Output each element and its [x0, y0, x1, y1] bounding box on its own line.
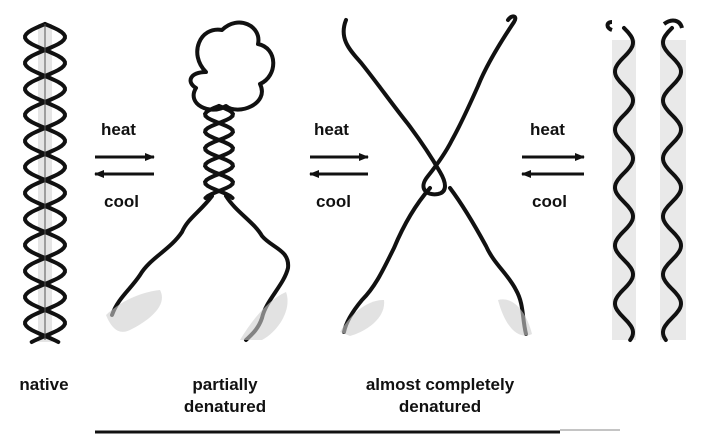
caption-native: native [4, 374, 84, 396]
heat-label-1: heat [101, 120, 136, 140]
caption-almost-line-2: denatured [330, 396, 550, 418]
caption-partially-line-2: denatured [160, 396, 290, 418]
transition-arrows-3 [522, 157, 584, 174]
almost-denatured-strands [340, 16, 532, 336]
cool-label-1: cool [104, 192, 139, 212]
cool-label-3: cool [532, 192, 567, 212]
caption-almost-completely-denatured: almost completely denatured [330, 374, 550, 418]
caption-native-line-1: native [4, 374, 84, 396]
caption-partially-denatured: partially denatured [160, 374, 290, 418]
separated-strands [608, 21, 687, 340]
partially-denatured-helix [106, 23, 288, 340]
caption-almost-line-1: almost completely [330, 374, 550, 396]
cool-label-2: cool [316, 192, 351, 212]
native-helix [25, 24, 65, 342]
transition-arrows-1 [95, 157, 154, 174]
caption-partially-line-1: partially [160, 374, 290, 396]
transition-arrows-2 [310, 157, 368, 174]
heat-label-3: heat [530, 120, 565, 140]
heat-label-2: heat [314, 120, 349, 140]
